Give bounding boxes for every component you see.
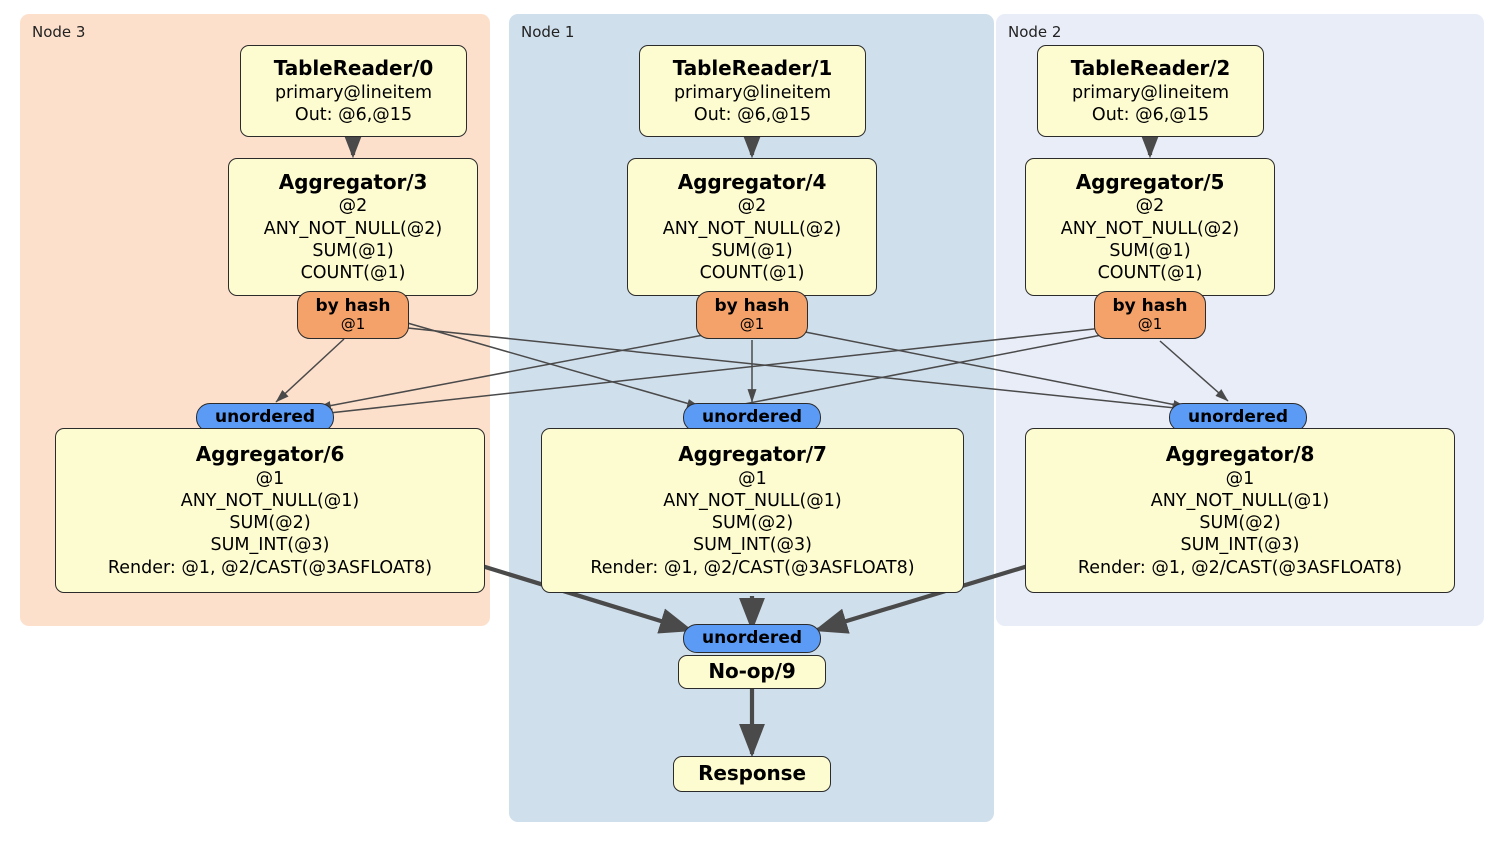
router-column: @1 [739, 315, 765, 334]
output-router-by-hash-right[interactable]: by hash @1 [1094, 291, 1206, 339]
processor-title: Aggregator/5 [1075, 169, 1225, 194]
processor-detail-out: Out: @6,@15 [1091, 104, 1210, 125]
processor-agg-2: SUM(@2) [229, 513, 311, 534]
processor-title: Aggregator/8 [1165, 442, 1315, 467]
processor-agg-3: COUNT(@1) [1097, 263, 1203, 284]
processor-title: TableReader/0 [273, 55, 434, 80]
processor-aggregator-4[interactable]: Aggregator/4 @2 ANY_NOT_NULL(@2) SUM(@1)… [627, 158, 877, 296]
processor-groupcols: @1 [255, 468, 285, 489]
processor-groupcols: @2 [737, 196, 767, 217]
processor-render: Render: @1, @2/CAST(@3ASFLOAT8) [107, 557, 433, 578]
processor-aggregator-5[interactable]: Aggregator/5 @2 ANY_NOT_NULL(@2) SUM(@1)… [1025, 158, 1275, 296]
output-router-by-hash-left[interactable]: by hash @1 [297, 291, 409, 339]
processor-title: TableReader/2 [1070, 55, 1231, 80]
processor-aggregator-8[interactable]: Aggregator/8 @1 ANY_NOT_NULL(@1) SUM(@2)… [1025, 428, 1455, 593]
router-column: @1 [1137, 315, 1163, 334]
processor-agg-3: SUM_INT(@3) [210, 535, 330, 556]
node-panel-label-node3: Node 3 [32, 23, 86, 41]
router-label: by hash [714, 295, 790, 316]
processor-render: Render: @1, @2/CAST(@3ASFLOAT8) [1077, 557, 1403, 578]
processor-tablereader-0[interactable]: TableReader/0 primary@lineitem Out: @6,@… [240, 45, 467, 137]
processor-agg-2: SUM(@2) [1199, 513, 1281, 534]
synchronizer-label: unordered [701, 407, 803, 428]
processor-aggregator-7[interactable]: Aggregator/7 @1 ANY_NOT_NULL(@1) SUM(@2)… [541, 428, 964, 593]
synchronizer-unordered-mid[interactable]: unordered [683, 403, 821, 432]
processor-agg-3: SUM_INT(@3) [693, 535, 812, 556]
processor-agg-1: ANY_NOT_NULL(@2) [263, 218, 443, 239]
synchronizer-unordered-final[interactable]: unordered [683, 624, 821, 653]
processor-agg-1: ANY_NOT_NULL(@1) [663, 490, 842, 511]
processor-agg-3: SUM_INT(@3) [1180, 535, 1300, 556]
synchronizer-label: unordered [214, 407, 316, 428]
processor-agg-2: SUM(@1) [1109, 240, 1191, 261]
processor-title: Aggregator/4 [677, 169, 827, 194]
router-label: by hash [1112, 295, 1188, 316]
node-panel-label-node2: Node 2 [1008, 23, 1062, 41]
processor-tablereader-2[interactable]: TableReader/2 primary@lineitem Out: @6,@… [1037, 45, 1264, 137]
processor-agg-1: ANY_NOT_NULL(@1) [1150, 490, 1330, 511]
processor-groupcols: @2 [338, 196, 368, 217]
processor-groupcols: @1 [1225, 468, 1255, 489]
processor-title: Aggregator/7 [678, 442, 827, 467]
processor-agg-1: ANY_NOT_NULL(@2) [662, 218, 842, 239]
processor-detail-table: primary@lineitem [274, 82, 433, 103]
synchronizer-label: unordered [1187, 407, 1289, 428]
processor-aggregator-6[interactable]: Aggregator/6 @1 ANY_NOT_NULL(@1) SUM(@2)… [55, 428, 485, 593]
node-panel-label-node1: Node 1 [521, 23, 575, 41]
processor-title: Aggregator/3 [278, 169, 428, 194]
processor-title: No-op/9 [708, 659, 796, 684]
processor-agg-2: SUM(@2) [711, 513, 794, 534]
processor-agg-3: COUNT(@1) [300, 263, 406, 284]
processor-aggregator-3[interactable]: Aggregator/3 @2 ANY_NOT_NULL(@2) SUM(@1)… [228, 158, 478, 296]
processor-agg-1: ANY_NOT_NULL(@1) [180, 490, 360, 511]
synchronizer-label: unordered [701, 628, 803, 649]
processor-response[interactable]: Response [673, 756, 831, 792]
processor-agg-3: COUNT(@1) [699, 263, 805, 284]
processor-no-op-9[interactable]: No-op/9 [678, 655, 826, 689]
processor-detail-table: primary@lineitem [673, 82, 832, 103]
processor-title: TableReader/1 [672, 55, 833, 80]
processor-detail-table: primary@lineitem [1071, 82, 1230, 103]
processor-detail-out: Out: @6,@15 [294, 104, 413, 125]
processor-title: Response [698, 761, 806, 786]
processor-detail-out: Out: @6,@15 [693, 104, 812, 125]
processor-groupcols: @1 [738, 468, 767, 489]
output-router-by-hash-mid[interactable]: by hash @1 [696, 291, 808, 339]
processor-agg-2: SUM(@1) [711, 240, 793, 261]
processor-title: Aggregator/6 [195, 442, 345, 467]
processor-render: Render: @1, @2/CAST(@3ASFLOAT8) [590, 557, 915, 578]
router-label: by hash [315, 295, 391, 316]
processor-agg-2: SUM(@1) [312, 240, 394, 261]
router-column: @1 [340, 315, 366, 334]
processor-groupcols: @2 [1135, 196, 1165, 217]
processor-tablereader-1[interactable]: TableReader/1 primary@lineitem Out: @6,@… [639, 45, 866, 137]
processor-agg-1: ANY_NOT_NULL(@2) [1060, 218, 1240, 239]
